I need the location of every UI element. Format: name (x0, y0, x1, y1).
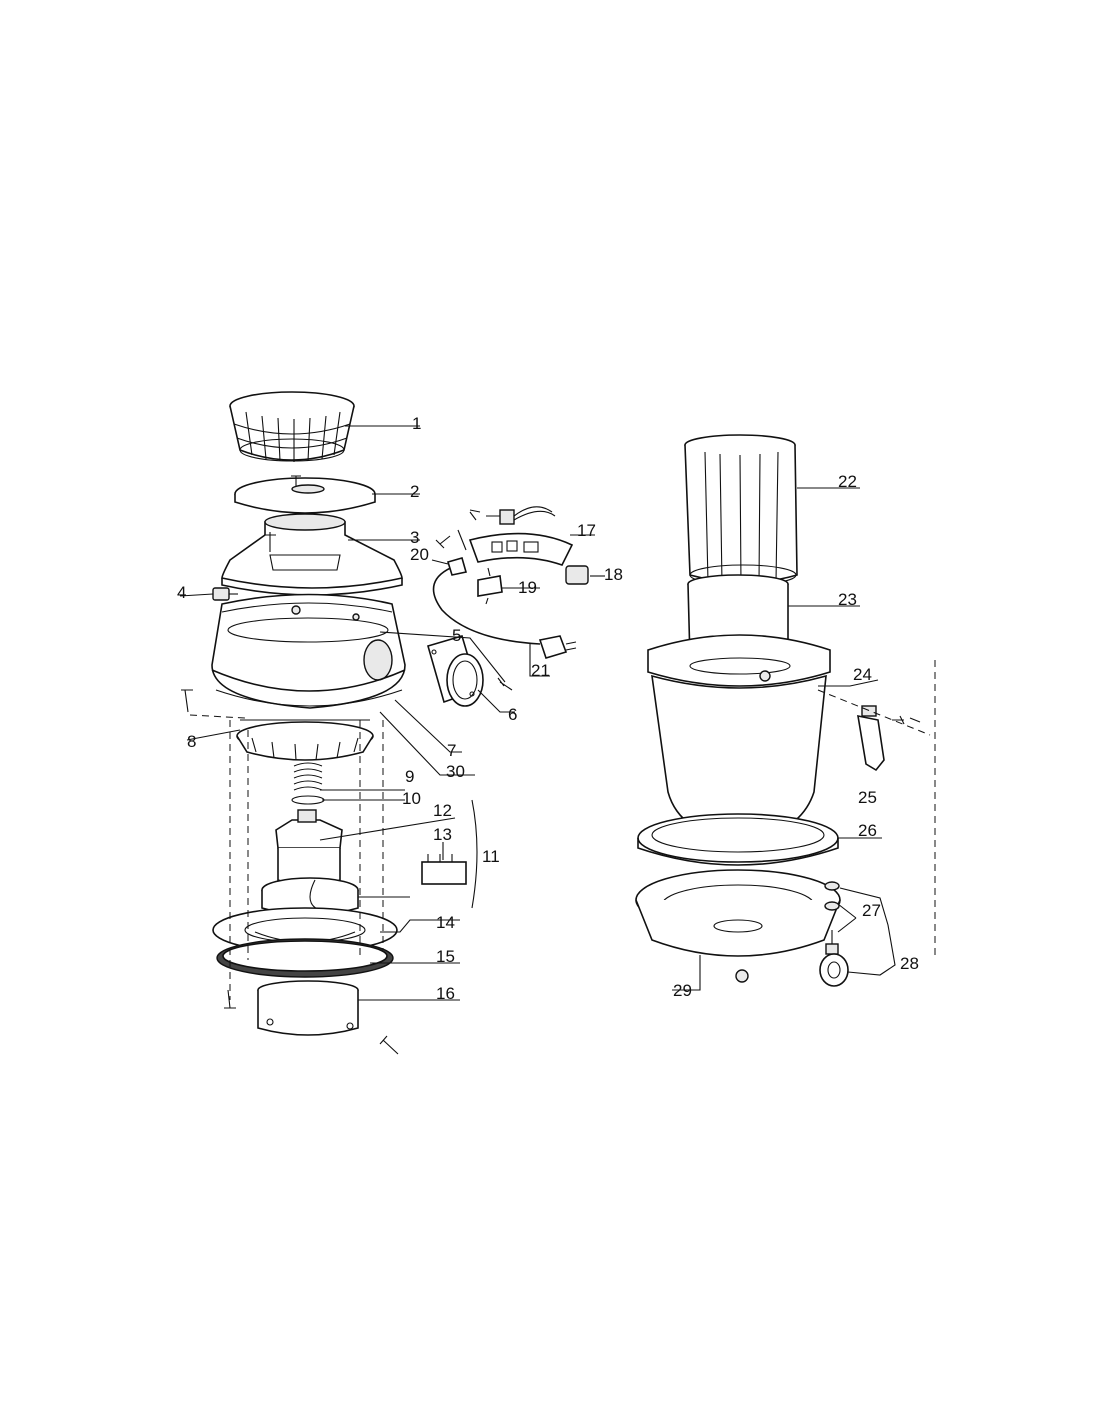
castor-wheel (819, 881, 849, 987)
label-8: 8 (187, 732, 196, 751)
gasket (216, 938, 394, 978)
label-30: 30 (446, 762, 465, 781)
label-27: 27 (862, 901, 881, 920)
label-3: 3 (410, 528, 419, 547)
label-17: 17 (577, 521, 596, 540)
label-28: 28 (900, 954, 919, 973)
wiring-connector (469, 506, 556, 525)
base-pan (635, 869, 841, 983)
screw-set (181, 677, 513, 713)
power-cord (432, 557, 577, 659)
lid-disc (234, 475, 376, 514)
alignment-lines-right (817, 660, 936, 960)
top-cover (221, 513, 403, 596)
label-18: 18 (604, 565, 623, 584)
label-24: 24 (853, 665, 872, 684)
label-9: 9 (405, 767, 414, 786)
alignment-lines-left (189, 714, 384, 1000)
rim-ring (637, 813, 839, 866)
label-16: 16 (436, 984, 455, 1003)
label-21: 21 (531, 661, 550, 680)
label-4: 4 (177, 583, 186, 602)
latch-clip (212, 587, 238, 601)
capacitor (565, 565, 589, 585)
label-14: 14 (436, 913, 455, 932)
filter-basket (229, 391, 355, 462)
label-23: 23 (838, 590, 857, 609)
tank-body (647, 634, 831, 841)
label-19: 19 (518, 578, 537, 597)
inlet-flange (427, 635, 484, 707)
label-6: 6 (508, 705, 517, 724)
terminal-block (421, 854, 467, 885)
handle-clip (857, 705, 921, 772)
label-22: 22 (838, 472, 857, 491)
label-5: 5 (452, 626, 461, 645)
filter-cage (684, 434, 798, 586)
label-29: 29 (673, 981, 692, 1000)
switch-rocker (477, 567, 503, 605)
label-20: 20 (410, 545, 429, 564)
switch-panel (435, 511, 574, 566)
label-10: 10 (402, 789, 421, 808)
label-15: 15 (436, 947, 455, 966)
motor-unit (261, 809, 359, 916)
label-13: 13 (433, 825, 452, 844)
label-11: 11 (482, 847, 500, 866)
label-7: 7 (447, 741, 456, 760)
motor-housing (211, 593, 406, 709)
label-1: 1 (412, 414, 421, 433)
label-2: 2 (410, 482, 419, 501)
spring-seal (291, 762, 325, 805)
label-26: 26 (858, 821, 877, 840)
label-25: 25 (858, 788, 877, 807)
label-12: 12 (433, 801, 452, 820)
leader-lines (179, 425, 896, 1001)
exhaust-cylinder (224, 980, 399, 1055)
diffuser-ring (236, 719, 374, 761)
part-labels: 1 2 3 4 5 6 7 8 9 10 11 12 13 14 15 16 1… (177, 414, 919, 1003)
base-plate (212, 907, 398, 953)
